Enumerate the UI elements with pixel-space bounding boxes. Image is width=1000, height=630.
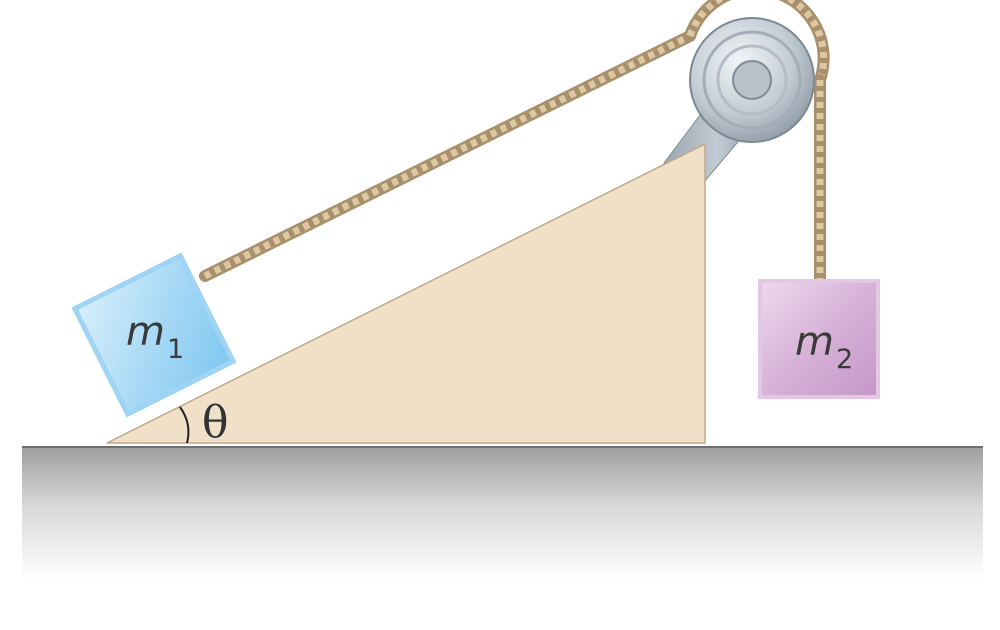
pulley-axle [732,60,772,100]
pulley [689,17,815,143]
mass-2-block [758,279,880,399]
mass-1-subscript: 1 [167,334,184,365]
mass-2-symbol: m [795,319,834,365]
rope-over-pulley [684,0,830,86]
mass-1-symbol: m [126,309,165,355]
mass-2-subscript: 2 [836,344,853,375]
mass-1-label: m1 [126,309,184,365]
angle-arc [179,406,190,444]
mass-2-label: m2 [795,319,853,375]
mass-1-block [71,252,237,418]
floor [22,446,983,581]
angle-label: θ [202,397,229,448]
rope-incline [199,30,696,282]
inclined-plane [106,142,706,444]
